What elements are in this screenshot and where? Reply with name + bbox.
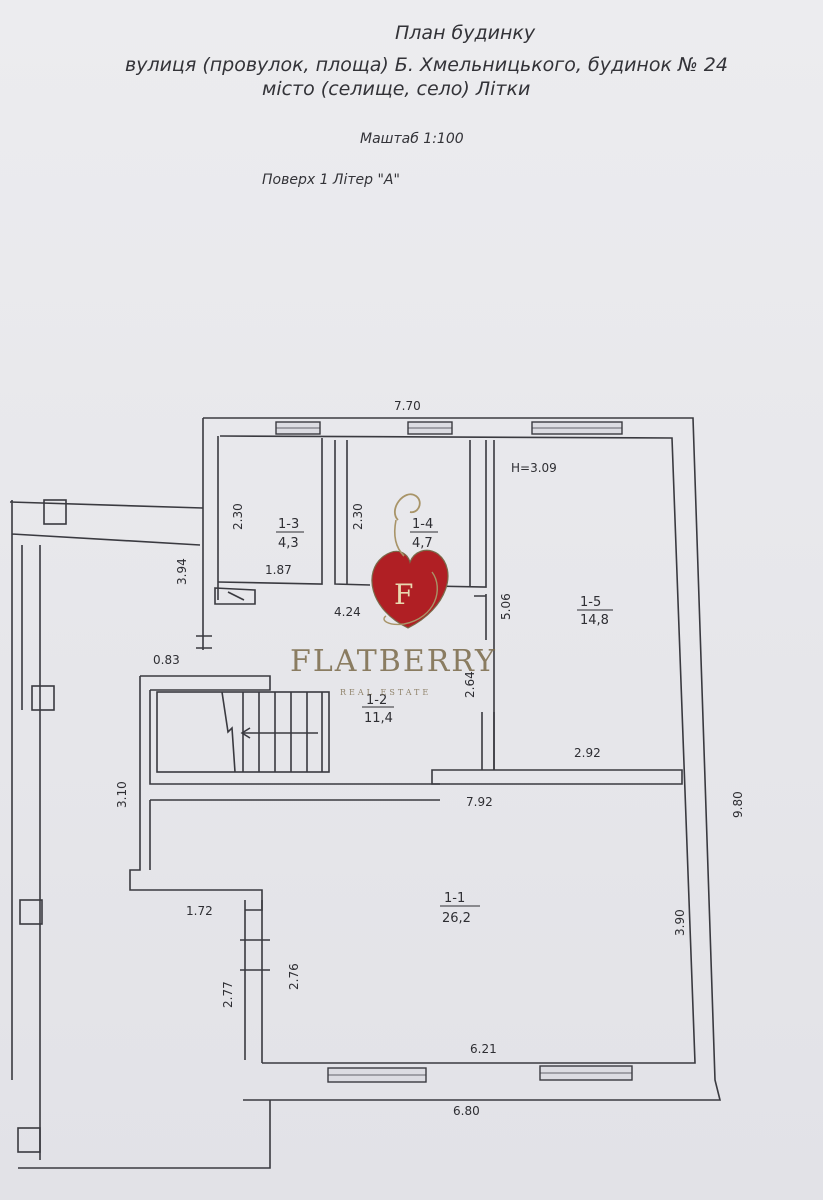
- stair-treads: [221, 691, 323, 773]
- room-label-1-5: 1-5 14,8: [577, 595, 613, 628]
- dim-room-1-4-height: 2.30: [351, 503, 365, 530]
- flatberry-tagline: REAL ESTATE: [340, 688, 432, 697]
- room-id: 1-1: [444, 891, 465, 906]
- room-id: 1-3: [278, 517, 299, 532]
- flatberry-monogram: F: [394, 578, 413, 611]
- dim-top-width: 7.70: [394, 399, 421, 413]
- room-area: 4,7: [412, 536, 433, 551]
- outer-wall-inner: [219, 435, 696, 1064]
- flatberry-heart-logo: F: [371, 493, 449, 629]
- room-id: 1-4: [412, 517, 433, 532]
- room-1-3-walls: [217, 438, 371, 586]
- scale-label: Маштаб 1:100: [360, 131, 464, 147]
- terrace-post: [43, 499, 67, 525]
- dim-room-1-1-width: 7.92: [466, 795, 493, 809]
- flatberry-watermark: FLATBERRY: [290, 644, 497, 679]
- dim-room-1-3-width: 1.87: [265, 563, 292, 577]
- room-id: 1-5: [580, 595, 601, 610]
- dim-room-1-1-height: 3.90: [673, 909, 687, 936]
- dim-left-172: 1.72: [186, 904, 213, 918]
- terrace-outline: [9, 500, 204, 1160]
- door-mark: [196, 635, 270, 971]
- dim-bottom-inner: 6.21: [470, 1042, 497, 1056]
- dim-room-1-3-height: 2.30: [231, 503, 245, 530]
- dim-left-310: 3.10: [115, 781, 129, 808]
- room-label-1-3: 1-3 4,3: [276, 517, 304, 551]
- dim-stair-width: 0.83: [153, 653, 180, 667]
- dim-total-height: 9.80: [731, 791, 745, 818]
- dim-ceiling-height: H=3.09: [511, 461, 557, 475]
- room-area: 26,2: [442, 911, 471, 926]
- street-address: вулиця (провулок, площа) Б. Хмельницьког…: [125, 54, 728, 76]
- dim-room-1-5-width: 2.92: [574, 746, 601, 760]
- floor-label: Поверх 1 Літер "А": [262, 172, 400, 188]
- plan-title: План будинку: [395, 22, 536, 44]
- terrace-bottom: [18, 1100, 271, 1169]
- room-area: 11,4: [364, 711, 393, 726]
- room-id: 1-2: [366, 693, 387, 708]
- room-area: 14,8: [580, 613, 609, 628]
- terrace-post: [19, 899, 43, 925]
- terrace-post: [31, 685, 55, 711]
- dim-room-1-2-height: 2.64: [463, 671, 477, 698]
- dim-corridor-width: 4.24: [334, 605, 361, 619]
- room-label-1-4: 1-4 4,7: [410, 517, 438, 551]
- room-label-1-1: 1-1 26,2: [440, 891, 480, 926]
- city-line: місто (селище, село) Літки: [262, 78, 531, 100]
- stair-wall-inner: [149, 690, 440, 870]
- cabinet: [214, 587, 256, 605]
- dim-left-277: 2.77: [221, 981, 235, 1008]
- outer-wall: [203, 417, 722, 1101]
- room-1-5-inner: [474, 440, 495, 770]
- dim-inner-276: 2.76: [287, 963, 301, 990]
- terrace-post: [17, 1127, 41, 1153]
- dim-bottom-outer: 6.80: [453, 1104, 480, 1118]
- dim-room-1-5-height: 5.06: [499, 593, 513, 620]
- dim-left-394: 3.94: [175, 558, 189, 585]
- room-1-4-walls: [346, 440, 487, 588]
- stair-wall: [129, 675, 271, 1063]
- wall-segment: [244, 900, 263, 1060]
- room-label-1-2: 1-2 11,4: [362, 693, 394, 726]
- stair-arrow-head: [240, 727, 251, 739]
- room-area: 4,3: [278, 536, 299, 551]
